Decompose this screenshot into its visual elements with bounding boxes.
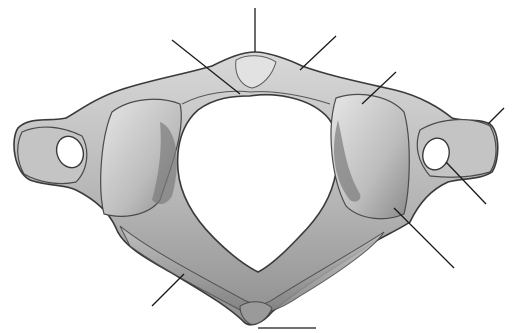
leader-lower-left [152, 274, 184, 306]
leader-lower-right [394, 208, 454, 268]
leader-right-transverse [488, 108, 504, 124]
leader-upper-right [300, 36, 336, 70]
